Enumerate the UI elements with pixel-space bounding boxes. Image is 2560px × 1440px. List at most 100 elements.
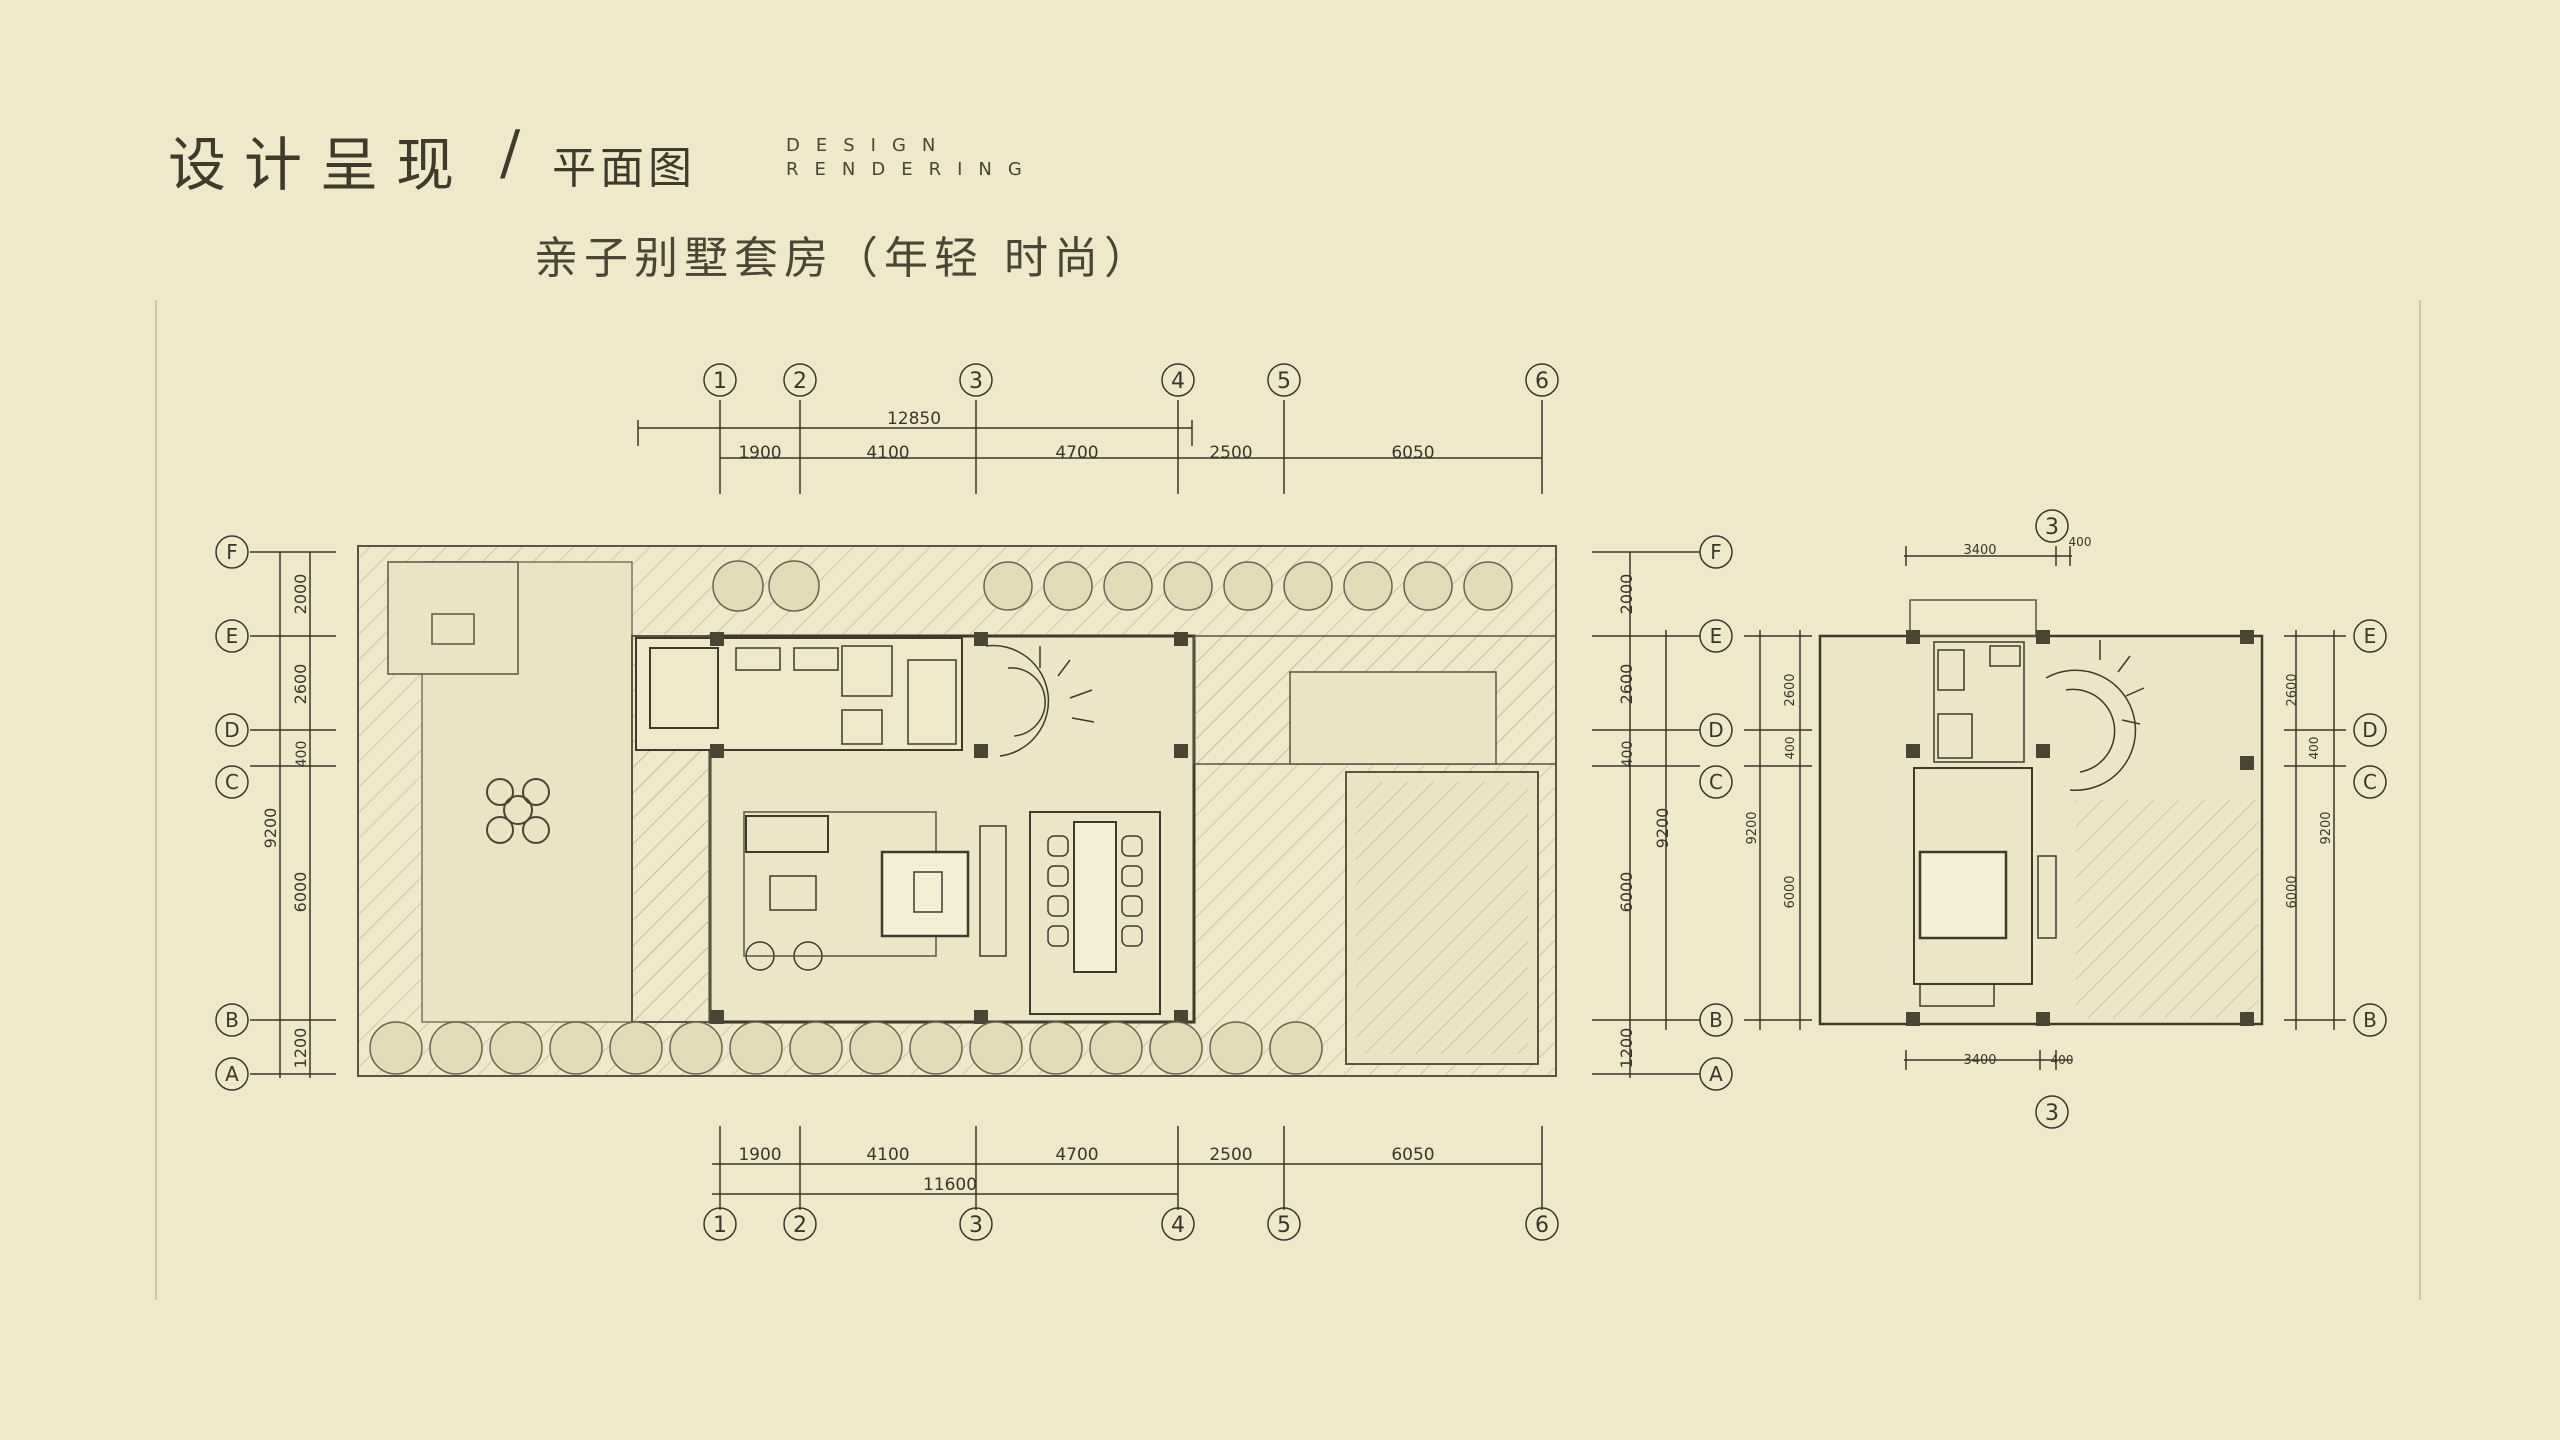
tea-chairs [1047, 835, 1143, 947]
dimension-label: 1200 [1617, 1028, 1636, 1069]
sofa [745, 815, 829, 853]
upper-spiral-staircase [2045, 640, 2145, 791]
english-title-line-2: RENDERING [786, 159, 1038, 180]
axis-label: 3 [2045, 1101, 2059, 1126]
columns [710, 632, 1188, 1024]
dimension-label: 400 [294, 741, 310, 768]
tea-room [1029, 811, 1161, 1015]
dimension-label: 2600 [2285, 673, 2300, 706]
tree-row-top [712, 560, 1513, 612]
dimension-label: 6050 [1391, 443, 1434, 463]
axis-label: 3 [2045, 515, 2059, 540]
dimension-label: 400 [2051, 1053, 2074, 1067]
axis-label: C [225, 770, 239, 794]
english-title: DESIGN RENDERING [786, 134, 1038, 182]
dimension-label: 4100 [866, 1145, 909, 1165]
dimension-label: 9200 [1745, 811, 1760, 844]
english-title-line-1: DESIGN [786, 135, 952, 156]
upper-columns [1906, 630, 2254, 1026]
dimension-label: 6000 [2285, 875, 2300, 908]
upper-top-dimension-chain [1904, 546, 2072, 566]
upper-bed [1918, 850, 2008, 940]
axis-label: B [1709, 1008, 1723, 1032]
dimension-label: 9200 [261, 808, 280, 849]
dimension-label: 2600 [1617, 664, 1636, 705]
page-subtitle: 平面图 [552, 143, 696, 194]
dimension-label: 1200 [291, 1028, 310, 1069]
tv-cabinet [979, 825, 1007, 957]
bubble-pool [649, 647, 719, 729]
suite-title: 亲子别墅套房（年轻 时尚） [534, 233, 1154, 284]
upper-right-axes [2353, 619, 2387, 1037]
sink-1 [735, 647, 781, 671]
dimension-label: 1900 [738, 443, 781, 463]
axis-label: E [2364, 624, 2377, 648]
dimension-label: 6050 [1391, 1145, 1434, 1165]
dimension-label: 400 [2069, 535, 2092, 549]
tea-table [1073, 821, 1117, 973]
upper-bottom-dimension-chain [1904, 1050, 2072, 1070]
dimension-label: 4100 [866, 443, 909, 463]
dimension-label: 4700 [1055, 443, 1098, 463]
dimension-label: 6000 [1617, 872, 1636, 913]
axis-label: D [1708, 718, 1723, 742]
top-dimension-chain [637, 400, 1543, 494]
plan-1-ground-floor [250, 400, 1700, 1210]
plan-2-upper-floor [1744, 546, 2346, 1070]
dimension-label: 3400 [1963, 1053, 1996, 1068]
plan-1-right-axes [1699, 535, 1733, 1091]
dimension-label: 6000 [1783, 875, 1798, 908]
right-dimension-chain [1592, 551, 1700, 1078]
axis-label: E [226, 624, 239, 648]
dimension-label: 400 [1620, 741, 1636, 768]
bathroom-block [635, 637, 963, 751]
dimension-label: 12850 [887, 409, 941, 429]
dimension-label: 9200 [2319, 811, 2334, 844]
left-dimension-chain [250, 551, 336, 1078]
axis-label: D [2362, 718, 2377, 742]
dimension-label: 400 [1783, 737, 1797, 760]
page-title: 设计呈现 [168, 131, 473, 199]
axis-label: B [2363, 1008, 2377, 1032]
axis-label: A [1709, 1062, 1723, 1086]
bottom-dimension-chain [712, 1126, 1543, 1210]
axis-label: 6 [1535, 369, 1549, 394]
axis-label: F [1710, 540, 1722, 564]
axis-label: 6 [1535, 1213, 1549, 1238]
dimension-label: 400 [2307, 737, 2321, 760]
shower [841, 645, 893, 697]
coffee-table [769, 875, 817, 911]
dimension-label: 2500 [1209, 443, 1252, 463]
toilet [841, 709, 883, 745]
axis-label: 3 [969, 1213, 983, 1238]
dimension-label: 4700 [1055, 1145, 1098, 1165]
axis-label: 1 [713, 1213, 727, 1238]
dimension-label: 2600 [291, 664, 310, 705]
upper-right-dimension-chain [2284, 630, 2346, 1030]
upper-left-dimension-chain [1744, 630, 1812, 1030]
upper-top-axis-bubble [2035, 509, 2069, 543]
axis-label: 5 [1277, 369, 1291, 394]
sink-2 [793, 647, 839, 671]
walk-in-closet [907, 659, 957, 745]
axis-label: A [225, 1062, 239, 1086]
axis-label: B [225, 1008, 239, 1032]
dimension-label: 6000 [291, 872, 310, 913]
axis-label: 2 [793, 1213, 807, 1238]
axis-label: C [2363, 770, 2377, 794]
dimension-label: 2600 [1783, 673, 1798, 706]
dimension-label: 2000 [291, 574, 310, 615]
dimension-label: 11600 [923, 1175, 977, 1195]
upper-bathroom [1933, 641, 2025, 763]
axis-label: 2 [793, 369, 807, 394]
title-slash: / [500, 118, 521, 188]
axis-label: 1 [713, 369, 727, 394]
dimension-label: 9200 [1653, 808, 1672, 849]
axis-label: 3 [969, 369, 983, 394]
outdoor-seating [387, 561, 519, 675]
axis-label: 4 [1171, 369, 1185, 394]
axis-label: C [1709, 770, 1723, 794]
upper-bottom-axis-bubble [2035, 1095, 2069, 1129]
axis-label: 5 [1277, 1213, 1291, 1238]
tree-row-bottom [369, 1021, 1323, 1075]
